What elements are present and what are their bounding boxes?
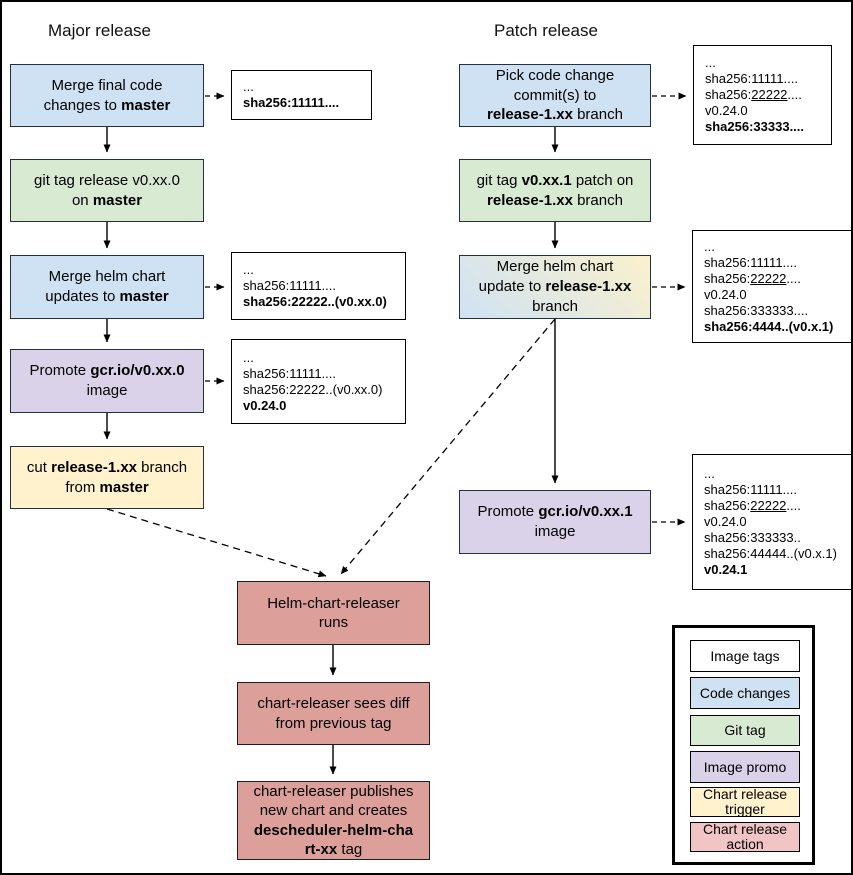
legend: Image tags Code changes Git tag Image pr… [672,625,815,865]
major-release-title: Major release [48,21,151,40]
legend-item-image-tags: Image tags [690,640,800,672]
patch-release-title: Patch release [494,21,598,40]
tag-box-promote-major: ...sha256:11111....sha256:22222..(v0.xx.… [231,339,406,424]
legend-item-code-changes: Code changes [690,677,800,709]
tag-box-promote-patch: ...sha256:11111....sha256:22222....v0.24… [692,454,851,590]
tag-box-helm-patch: ...sha256:11111....sha256:22222....v0.24… [692,230,851,343]
tag-box-merge-final: ...sha256:11111.... [231,70,372,120]
legend-item-chart-trigger: Chart release trigger [690,787,800,817]
legend-item-image-promo: Image promo [690,751,800,783]
legend-item-chart-action: Chart release action [690,822,800,852]
legend-item-git-tag: Git tag [690,715,800,746]
tag-box-pick-code: ...sha256:11111....sha256:22222....v0.24… [693,45,832,145]
tag-box-helm-major: ...sha256:11111....sha256:22222..(v0.xx.… [231,252,406,320]
